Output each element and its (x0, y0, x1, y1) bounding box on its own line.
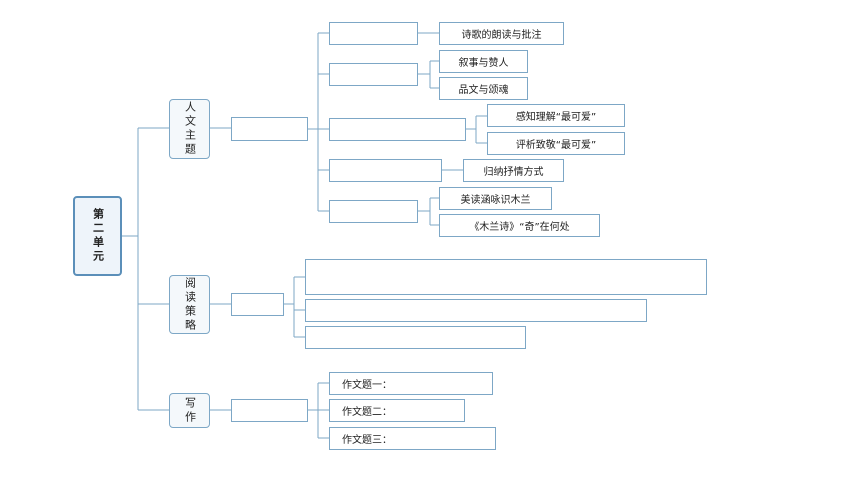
root-node: 第二单元 (73, 196, 122, 276)
blank-node (329, 118, 466, 141)
blank-node (329, 159, 442, 182)
leaf-node: 《木兰诗》“奇”在何处 (439, 214, 600, 237)
blank-node (329, 200, 418, 223)
leaf-node: 作文题三： (329, 427, 496, 450)
blank-node (231, 399, 308, 422)
branch-label: 人文主题 (183, 101, 197, 157)
blank-node (305, 299, 647, 322)
leaf-node: 评析致敬“最可爱” (487, 132, 625, 155)
leaf-node: 美读涵咏识木兰 (439, 187, 552, 210)
blank-node (305, 326, 526, 349)
leaf-node: 作文题一： (329, 372, 493, 395)
leaf-node: 诗歌的朗读与批注 (439, 22, 564, 45)
branch-label: 写作 (183, 396, 197, 425)
blank-node (231, 117, 308, 141)
leaf-node: 叙事与赞人 (439, 50, 528, 73)
root-label: 第二单元 (91, 208, 105, 264)
blank-node (231, 293, 284, 316)
leaf-node: 感知理解“最可爱” (487, 104, 625, 127)
blank-node (329, 22, 418, 45)
blank-node (329, 63, 418, 86)
branch-reading-strategy: 阅读策略 (169, 275, 210, 334)
blank-node (305, 259, 707, 295)
branch-humanities: 人文主题 (169, 99, 210, 159)
branch-writing: 写作 (169, 393, 210, 428)
leaf-node: 品文与颂魂 (439, 77, 528, 100)
leaf-node: 作文题二： (329, 399, 465, 422)
leaf-node: 归纳抒情方式 (463, 159, 564, 182)
branch-label: 阅读策略 (183, 276, 197, 333)
